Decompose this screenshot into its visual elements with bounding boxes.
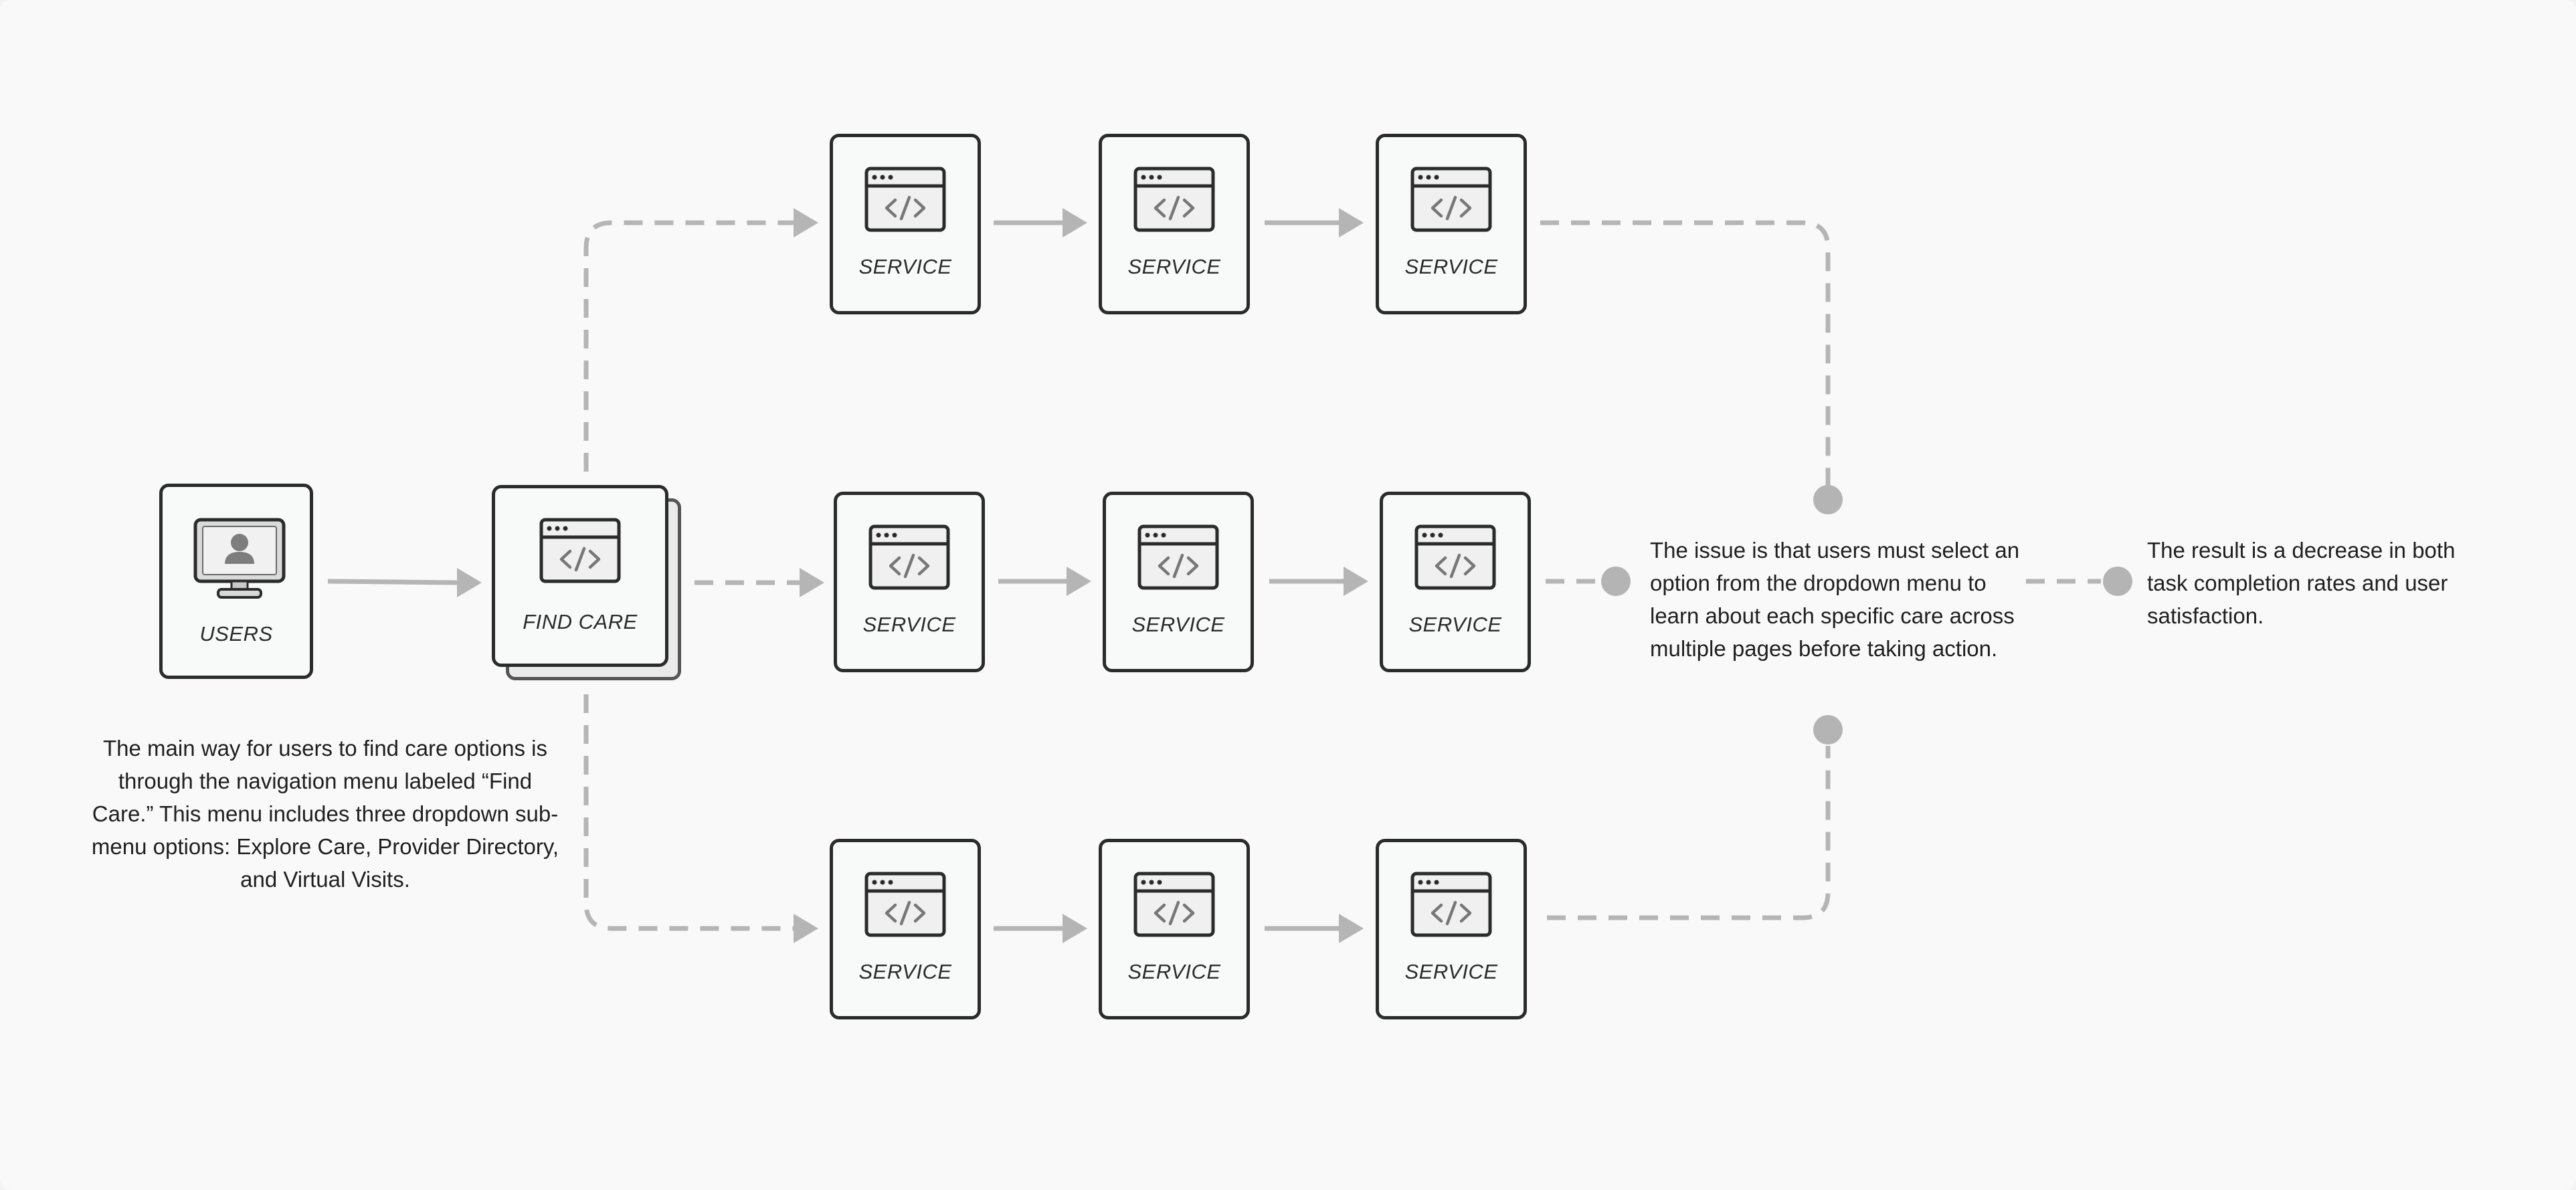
service-label: SERVICE — [1408, 613, 1502, 636]
code-window-icon — [1133, 167, 1215, 232]
find-care-label: FIND CARE — [523, 610, 638, 633]
arrowhead-mid-2-3 — [1344, 567, 1368, 596]
service-label: SERVICE — [858, 960, 952, 983]
service-node-mid-3: SERVICE — [1380, 492, 1531, 672]
branch-to-bottom-row — [583, 694, 796, 931]
arrowhead-bot-1-2 — [1063, 914, 1087, 943]
bottom-row-to-issue — [1547, 746, 1831, 920]
arrowhead-top-2-3 — [1339, 208, 1364, 237]
service-label: SERVICE — [1127, 960, 1221, 983]
arrowhead-mid-entry — [800, 568, 824, 597]
top-row-to-issue — [1540, 220, 1831, 485]
code-window-icon — [864, 872, 946, 937]
arrow-users-to-find-care — [327, 579, 458, 585]
arrowhead-bot-2-3 — [1339, 914, 1364, 943]
users-label: USERS — [199, 622, 273, 646]
code-window-icon — [1410, 872, 1492, 937]
service-node-bot-3: SERVICE — [1376, 839, 1527, 1019]
code-window-icon — [539, 518, 621, 583]
result-note: The result is a decrease in both task co… — [2147, 538, 2456, 628]
monitor-user-icon — [193, 518, 286, 599]
junction-dot-middle — [1601, 567, 1631, 596]
code-window-icon — [1133, 872, 1215, 937]
code-window-icon — [864, 167, 946, 232]
junction-dot-result — [2103, 567, 2132, 596]
issue-note: The issue is that users must select an o… — [1650, 538, 2020, 661]
arrowhead-users — [457, 568, 482, 597]
junction-dot-top — [1813, 485, 1843, 514]
service-node-mid-1: SERVICE — [834, 492, 985, 672]
arrowhead-top-entry — [794, 208, 818, 237]
service-label: SERVICE — [1404, 255, 1498, 278]
service-node-bot-1: SERVICE — [830, 839, 981, 1019]
arrowhead-bot-entry — [794, 914, 818, 943]
code-window-icon — [868, 524, 950, 590]
main-way-note: The main way for users to find care opti… — [91, 736, 559, 892]
service-node-top-3: SERVICE — [1376, 134, 1527, 314]
users-node: USERS — [159, 484, 313, 679]
junction-dot-bottom — [1813, 715, 1843, 745]
service-node-mid-2: SERVICE — [1103, 492, 1254, 672]
code-window-icon — [1410, 167, 1492, 232]
find-care-node: FIND CARE — [492, 485, 668, 667]
service-label: SERVICE — [858, 255, 952, 278]
arrowhead-top-1-2 — [1063, 208, 1087, 237]
code-window-icon — [1414, 524, 1496, 590]
service-node-top-1: SERVICE — [830, 134, 981, 314]
service-label: SERVICE — [1127, 255, 1221, 278]
branch-to-top-row — [583, 220, 796, 472]
service-node-bot-2: SERVICE — [1099, 839, 1250, 1019]
arrowhead-mid-1-2 — [1067, 567, 1091, 596]
service-label: SERVICE — [1404, 960, 1498, 983]
service-label: SERVICE — [1131, 613, 1225, 636]
code-window-icon — [1137, 524, 1219, 590]
service-label: SERVICE — [862, 613, 956, 636]
service-node-top-2: SERVICE — [1099, 134, 1250, 314]
